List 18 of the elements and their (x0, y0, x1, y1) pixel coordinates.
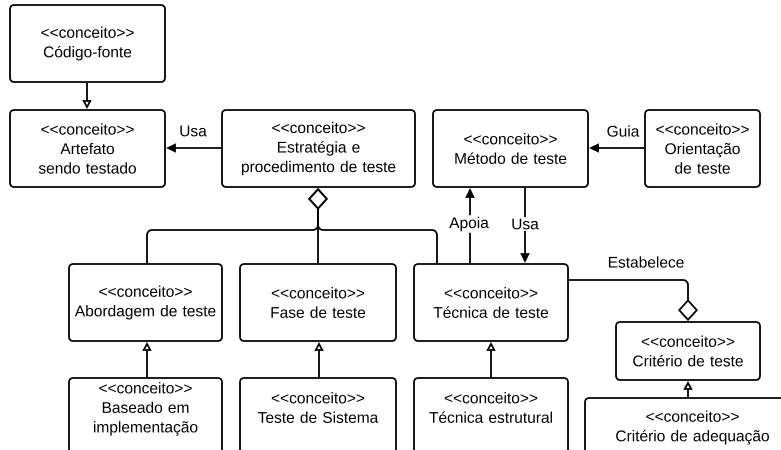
edge-label: Guia (605, 124, 641, 138)
concept-box: <<conceito>> Técnica de teste (413, 263, 569, 342)
concept-box: <<conceito>> Fase de teste (239, 263, 397, 342)
concept-box: <<conceito>> Método de teste (432, 109, 589, 188)
concept-box: <<conceito>> Orientação de teste (644, 109, 761, 188)
concept-box: <<conceito>> Critério de adequação (584, 397, 781, 450)
concept-box: <<conceito>> Teste de Sistema (239, 377, 397, 450)
concept-box: <<conceito>> Baseado em implementação (68, 377, 223, 450)
edge-label: Apoia (448, 215, 490, 233)
concept-box: <<conceito>> Código-fonte (9, 4, 166, 83)
edge-label: Estabelece (606, 254, 686, 270)
edge-label: Usa (178, 124, 208, 138)
concept-box: <<conceito>> Técnica estrutural (413, 377, 569, 450)
concept-box: <<conceito>> Critério de teste (615, 321, 761, 381)
edge-label: Usa (510, 217, 540, 231)
concept-box: <<conceito>> Artefato sendo testado (9, 109, 166, 188)
concept-box: <<conceito>> Estratégia e procedimento de teste (221, 109, 416, 188)
concept-box: <<conceito>> Abordagem de teste (68, 263, 223, 342)
